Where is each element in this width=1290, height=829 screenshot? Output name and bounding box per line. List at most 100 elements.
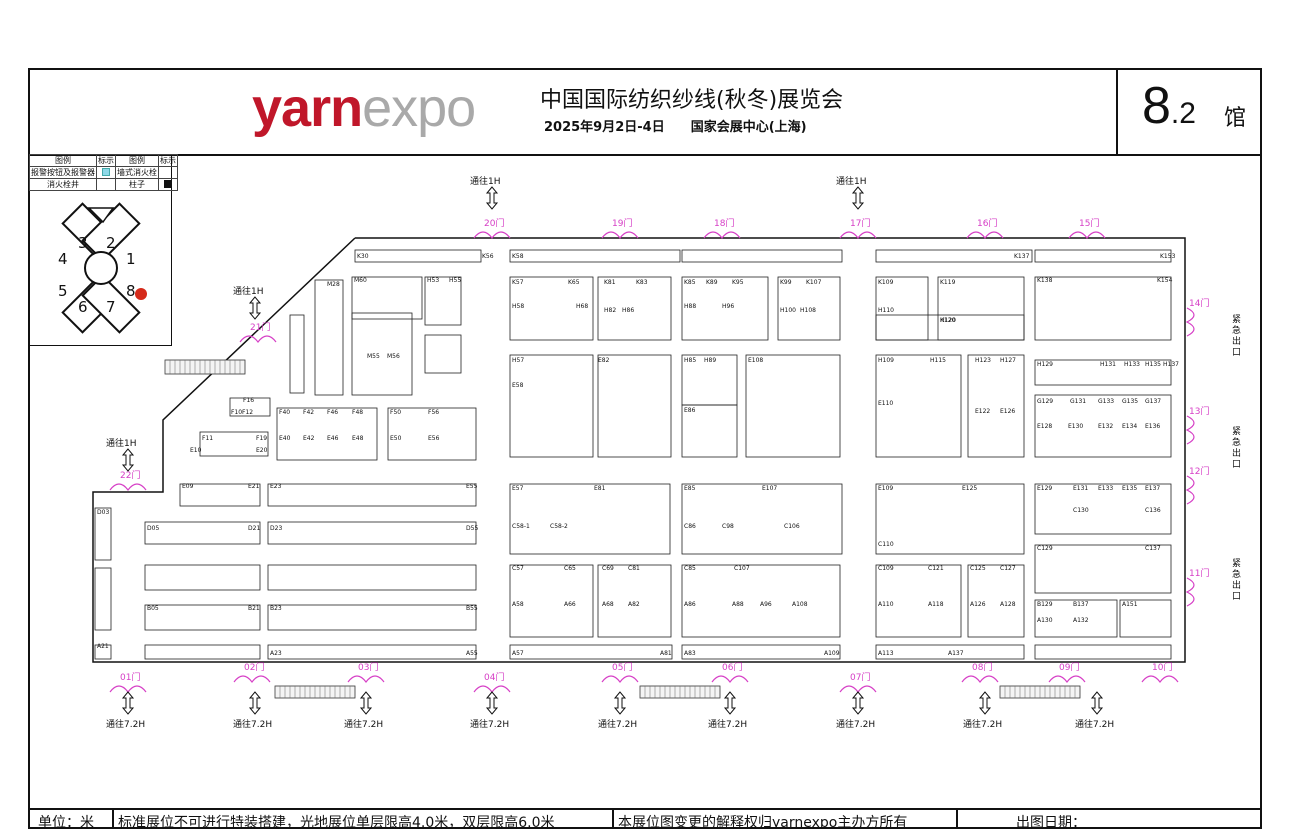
booth-label: K119 (940, 279, 956, 286)
booth-block (229, 397, 271, 417)
emergency-exit-label: 口 (1232, 592, 1241, 602)
booth-label: H135 (1145, 361, 1161, 368)
gate-marker: 16门 (966, 217, 1004, 239)
booth-label: F40 (279, 409, 290, 416)
legend-well-label: 消火栓井 (29, 178, 97, 191)
emergency-exit-label: 急 (1232, 324, 1241, 336)
exit-label: 通往1H (233, 285, 264, 297)
emergency-exit-label: 紧 (1232, 426, 1241, 437)
booth-label: K99 (780, 279, 792, 286)
booth-label: E133 (1098, 485, 1113, 492)
booth-label: C136 (1145, 507, 1161, 514)
booth-label: K85 (684, 279, 696, 286)
booth-label: C65 (564, 565, 576, 572)
legend-hydrant-label: 墙式消火栓 (115, 166, 159, 179)
booth-block (509, 644, 673, 660)
booth-label: C107 (734, 565, 750, 572)
booth-label: H129 (1037, 361, 1053, 368)
booth-label: E128 (1037, 423, 1052, 430)
booth-label: A151 (1122, 601, 1138, 608)
gate-label: 11门 (1189, 567, 1209, 579)
legend-header: 图例 (115, 154, 159, 167)
booth-label: C127 (1000, 565, 1016, 572)
booth-label: E81 (594, 485, 606, 492)
booth-block (597, 354, 672, 458)
booth-block (94, 567, 112, 631)
booth-label: K154 (1157, 277, 1173, 284)
gate-marker: 14门 (1185, 297, 1209, 337)
booth-block (1034, 249, 1172, 263)
gate-marker: 11门 (1185, 567, 1209, 607)
booth-label: C106 (784, 523, 800, 530)
gate-label: 19门 (612, 217, 632, 229)
booth-label: E86 (684, 407, 696, 414)
booth-block (875, 483, 1025, 555)
booth-label: E58 (512, 382, 524, 389)
booth-block (1034, 483, 1172, 535)
booth-label: K107 (806, 279, 822, 286)
booth-block (681, 276, 769, 341)
gate-label: 08门 (972, 661, 992, 673)
gate-marker: 09门 (1048, 661, 1086, 683)
hall-number-box: 8.2 馆 (1116, 70, 1260, 156)
booth-label: E46 (327, 435, 339, 442)
booth-label: B129 (1037, 601, 1053, 608)
booth-block (1034, 599, 1118, 638)
footer-unit: 单位：米 (38, 815, 94, 829)
booth-block (354, 249, 482, 263)
escalator-icon (274, 685, 356, 699)
booth-label: C81 (628, 565, 640, 572)
gate-marker: 10门 (1141, 661, 1179, 683)
gate-marker: 22门 (109, 469, 147, 491)
booth-block (681, 483, 843, 555)
booth-label: A132 (1073, 617, 1089, 624)
gate-marker: 20门 (473, 217, 511, 239)
booth-label: E57 (512, 485, 524, 492)
legend-header: 标示 (158, 154, 178, 167)
booth-label: K30 (357, 253, 369, 260)
gate-label: 05门 (612, 661, 632, 673)
exit-label: 通往1H (106, 437, 137, 449)
booth-label: E23 (270, 483, 282, 490)
booth-block (267, 604, 477, 631)
exit-arrow: 通往1H (233, 285, 264, 320)
emergency-exit-label: 急 (1232, 568, 1241, 580)
booth-label: B05 (147, 605, 159, 612)
well-icon (96, 178, 116, 191)
gate-label: 04门 (484, 671, 504, 683)
booth-block (351, 276, 423, 320)
venue-compass-diagram: 3 2 4 1 5 8 6 7 (58, 202, 147, 334)
booth-label: M60 (354, 277, 367, 284)
event-dates: 2025年9月2日-4日 (544, 120, 665, 135)
booth-label: H110 (878, 307, 894, 314)
booth-label: K81 (604, 279, 616, 286)
booth-label: C69 (602, 565, 614, 572)
booth-label: A130 (1037, 617, 1053, 624)
gate-label: 01门 (120, 671, 140, 683)
booth-block (875, 644, 1025, 660)
booth-label: A23 (270, 650, 282, 657)
current-hall-marker (135, 288, 147, 300)
booth-label: K58 (512, 253, 524, 260)
booth-label: M28 (327, 281, 340, 288)
booth-label: E126 (1000, 408, 1015, 415)
booth-label: E82 (598, 357, 610, 364)
booth-block (1034, 394, 1172, 458)
legend-table: 图例 标示 图例 标示 报警按钮及报警器 墙式消火栓 消火栓井 柱子 (29, 154, 178, 191)
booth-label: H85 (684, 357, 696, 364)
gate-label: 14门 (1189, 297, 1209, 309)
exit-arrow: 通往7.2H (344, 691, 383, 730)
emergency-exit-label: 口 (1232, 348, 1241, 358)
footer-date-label: 出图日期： (1016, 815, 1086, 829)
booth-block (144, 644, 261, 660)
gate-label: 07门 (850, 671, 870, 683)
booth-block (875, 314, 1025, 341)
booth-label: F50 (390, 409, 401, 416)
booth-label: H86 (622, 307, 634, 314)
booth-label: G135 (1122, 398, 1138, 405)
booth-label: A88 (732, 601, 744, 608)
booth-label: E21 (248, 483, 260, 490)
booth-block (387, 407, 477, 461)
